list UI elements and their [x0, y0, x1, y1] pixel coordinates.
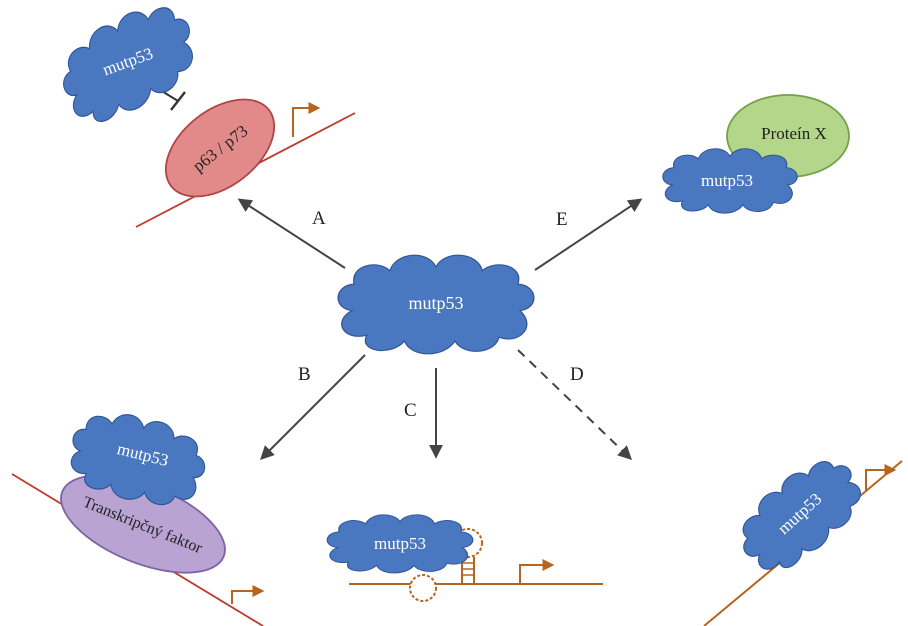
arrow-a-label: A — [312, 208, 326, 229]
panel-c: mutp53 — [326, 514, 603, 602]
arrow-e-label: E — [556, 209, 568, 230]
arrow-b-label: B — [298, 364, 311, 385]
panel-a: p63 / p73 mutp53 — [51, 0, 356, 228]
panel-d-mutp53-cloud: mutp53 — [724, 444, 877, 586]
panel-b: Transkripčný faktor mutp53 — [11, 402, 265, 626]
panel-e-mutp53-cloud: mutp53 — [662, 148, 798, 214]
center-mutp53-cloud: mutp53 — [337, 254, 535, 355]
panel-a-mutp53-cloud: mutp53 — [51, 0, 206, 138]
panel-e: Proteín X mutp53 — [662, 94, 850, 214]
arrow-a — [237, 198, 346, 269]
transcription-start-arrow-icon — [292, 102, 321, 137]
center-mutp53-label: mutp53 — [408, 293, 463, 313]
panel-c-mutp53-label: mutp53 — [374, 534, 426, 553]
arrow-d — [517, 349, 633, 460]
arrow-e — [534, 198, 643, 271]
panel-e-mutp53-label: mutp53 — [701, 171, 753, 190]
arrow-d-label: D — [570, 364, 584, 385]
transcription-start-arrow-icon — [519, 559, 555, 584]
transcription-start-arrow-icon — [865, 464, 897, 491]
p63-p73-ellipse: p63 / p73 — [164, 98, 276, 198]
arrow-b — [260, 354, 366, 460]
transcription-factor-ellipse: Transkripčný faktor — [60, 474, 226, 574]
panel-c-mutp53-cloud: mutp53 — [326, 514, 474, 574]
panel-d: mutp53 — [703, 444, 903, 626]
arrow-c-label: C — [404, 400, 417, 421]
protein-x-label: Proteín X — [761, 124, 827, 143]
transcription-start-arrow-icon — [231, 585, 265, 604]
panel-b-mutp53-cloud: mutp53 — [63, 402, 212, 516]
cruciform-loop-icon — [409, 574, 437, 602]
